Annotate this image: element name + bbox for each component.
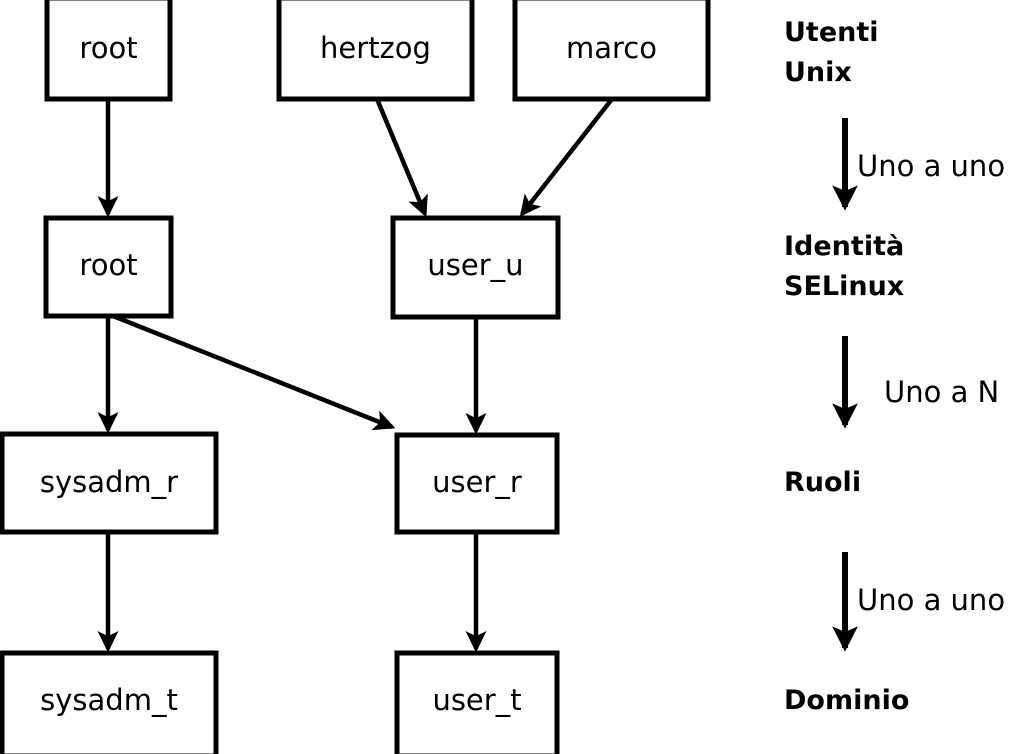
legend-stage-roles: Ruoli — [784, 467, 861, 498]
node-identity-user-u[interactable]: user_u — [390, 215, 561, 320]
node-unix-marco[interactable]: marco — [512, 0, 711, 102]
legend-arrow-one-to-n: Uno a N — [832, 336, 999, 429]
node-box[interactable] — [512, 0, 711, 102]
legend-arrow-label: Uno a uno — [857, 149, 1005, 183]
legend-arrow-label: Uno a uno — [857, 583, 1005, 617]
node-label: root — [79, 248, 137, 282]
node-unix-hertzog[interactable]: hertzog — [276, 0, 475, 102]
node-label: sysadm_r — [40, 465, 178, 499]
edge-hertzog-to-user-u — [374, 98, 428, 218]
legend-arrow-one-to-one-bottom: Uno a uno — [832, 552, 1005, 652]
node-box[interactable] — [0, 650, 219, 754]
edge-identity-root-to-user-r — [112, 313, 396, 431]
node-domain-user-t[interactable]: user_t — [394, 650, 560, 754]
node-unix-root[interactable]: root — [44, 0, 173, 102]
node-box[interactable] — [44, 0, 173, 102]
node-identity-root[interactable]: root — [43, 215, 174, 319]
legend-stage-line: Identità — [784, 231, 904, 262]
node-box[interactable] — [394, 432, 560, 535]
legend-stage-line: Utenti — [784, 17, 879, 48]
node-label: sysadm_t — [40, 683, 178, 717]
node-label: user_t — [432, 683, 521, 717]
node-label: user_u — [427, 248, 523, 282]
legend-stage-unix-users: Utenti Unix — [784, 17, 879, 88]
node-label: marco — [566, 31, 657, 65]
legend-stage-line: Unix — [784, 57, 852, 88]
edge-group — [97, 97, 614, 653]
node-domain-sysadm-t[interactable]: sysadm_t — [0, 650, 219, 754]
node-box[interactable] — [276, 0, 475, 102]
node-box[interactable] — [390, 215, 561, 320]
node-role-user-r[interactable]: user_r — [394, 432, 560, 535]
node-label: root — [79, 31, 137, 65]
node-box[interactable] — [0, 431, 219, 535]
node-box[interactable] — [43, 215, 174, 319]
node-label: hertzog — [320, 31, 431, 65]
node-label: user_r — [432, 465, 522, 499]
legend-column: Utenti Unix Uno a uno Identità SELinux U… — [784, 17, 1005, 716]
legend-stage-line: SELinux — [784, 271, 904, 302]
legend-stage-line: Ruoli — [784, 467, 861, 498]
node-role-sysadm-r[interactable]: sysadm_r — [0, 431, 219, 535]
legend-stage-domain: Dominio — [784, 685, 909, 716]
legend-arrow-one-to-one-top: Uno a uno — [832, 118, 1005, 211]
edge-marco-to-user-u — [519, 97, 614, 217]
legend-stage-line: Dominio — [784, 685, 909, 716]
node-box[interactable] — [394, 650, 560, 754]
legend-arrow-label: Uno a N — [884, 375, 999, 409]
legend-stage-selinux-identity: Identità SELinux — [784, 231, 904, 302]
